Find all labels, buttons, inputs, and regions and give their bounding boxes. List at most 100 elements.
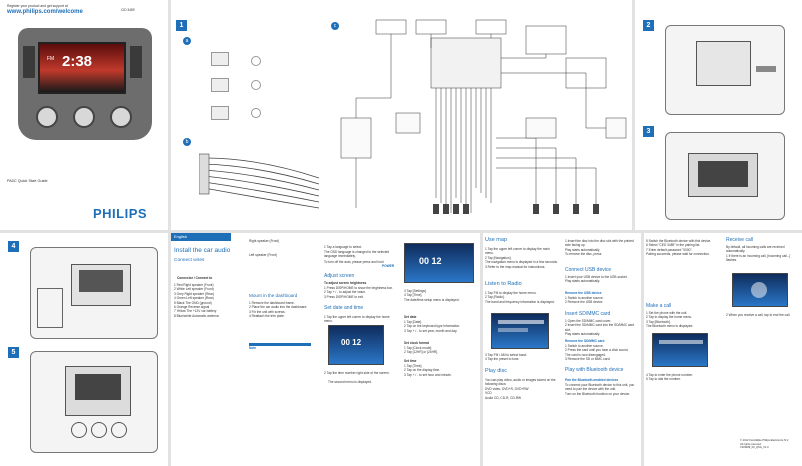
wiring-row: 7 Yellow The +12V car battery (174, 309, 217, 314)
website-link[interactable]: www.philips.com/welcome (7, 9, 83, 15)
language-step: To turn off the auto, please press and h… (324, 260, 384, 264)
english-column: English Install the car audio Connect wi… (171, 233, 318, 466)
wiring-table: 1 Red Right speaker (Front) 2 White Left… (174, 283, 244, 318)
screen-clock: 2:38 (62, 53, 93, 70)
sd-line: Play starts automatically. (565, 332, 601, 337)
copyright-line: © 2012 Koninklijke Philips Electronics N… (740, 439, 789, 442)
mount-step: 1 Remove the dashboard frame. (249, 301, 295, 305)
vent-right (130, 46, 142, 78)
left-speaker-front-label: Left speaker (Front) (249, 253, 277, 257)
screen-fm-label: FM (47, 56, 55, 62)
set-date-heading: Set date (404, 315, 417, 319)
set-date-line: 1 Tap [Date]. (404, 320, 423, 324)
adjust-screen-heading: Adjust screen (324, 273, 355, 279)
radio-lines-bottom: 3 Tap FM / AM to select band. 4 Tap the … (485, 353, 559, 362)
mount-heading: Mount in the dashboard (249, 293, 298, 298)
fold-shadow-right (632, 0, 635, 230)
date-line: 2 Tap the time number right side of the … (324, 371, 390, 375)
model-number: CID 3489 (121, 8, 135, 12)
register-line: Register your product and get support at (7, 4, 68, 8)
pair-heading: Pair the Bluetooth-enabled devices (565, 378, 619, 382)
date-time-heading: Set date and time (324, 305, 364, 311)
pair-step: 6 Select "CED 3489" in the pairing list. (646, 243, 701, 248)
receive-line: 1 If there is an incoming call, [Incomin… (726, 253, 791, 263)
call-lines: 1 Set the phone with the unit. 2 Tap to … (646, 311, 720, 329)
home-screen-mock: 00 12 (328, 325, 384, 365)
mount-step: 3 Fix the unit with screws. (249, 309, 286, 314)
map-line: The navigation menu is displayed in a fe… (485, 260, 558, 265)
sub-label-c: c (331, 22, 339, 30)
clock-line: 2 Tap [12HR] or [24HR]. (404, 350, 438, 355)
disc-lines: You can play video, audio or images stor… (485, 378, 559, 400)
connect-wires-heading: Connect wires (174, 258, 205, 263)
pair-step: 7 Enter default password "0000". (646, 247, 693, 252)
column-5: 1 Insert the disc into the disc slot wit… (563, 233, 641, 466)
disc-step: 1 Insert the disc into the disc slot wit… (565, 239, 634, 248)
radio-heading: Listen to Radio (485, 281, 522, 287)
time-line: 2 Tap on the display time. (404, 368, 441, 373)
radio-line: 2 Tap [Radio]. (485, 295, 505, 300)
section-4-5-panel: 4 5 (0, 233, 168, 466)
set-date-lines: 1 Tap [Date]. 2 Tap on the keyboard-type… (404, 320, 478, 333)
time-screen-clock: 00 12 (419, 256, 442, 266)
remove-usb-line: 2 Remove the USB device. (565, 300, 604, 305)
note-label: Note (249, 346, 257, 350)
wire-harness-b (199, 153, 320, 209)
pair-lines: To connect your Bluetooth device to this… (565, 383, 639, 396)
receive-lines: By default, all incoming calls are recei… (726, 245, 798, 263)
sub-label-a: a (183, 37, 191, 45)
pair-step: Pairing succeeds, please wait for connec… (646, 252, 710, 257)
sd-lines: 1 Open the SD/MMC card cover. 2 Insert t… (565, 319, 639, 337)
settings-line: 4 Tap [Time]. (404, 293, 423, 298)
clock-line: 1 Tap [Clock mode]. (404, 346, 433, 350)
sd-line: 2 Insert the SD/MMC card into the SD/MMC… (565, 323, 635, 332)
radio-line: 1 Tap FM to display the home menu. (485, 291, 537, 295)
wiring-row: 8 Blue/white Automatic antenna (174, 313, 219, 318)
note-box: Note (249, 343, 311, 387)
set-time-heading: Set time (404, 359, 417, 363)
adjust-sub: To adjust screen brightness (324, 281, 367, 285)
wiring-row: 3 Grey Right speaker (Rear) (174, 291, 215, 296)
column-3: 00 12 3 Tap [Settings]. 4 Tap [Time]. Th… (402, 233, 480, 466)
knob-right (110, 106, 132, 128)
remove-sd-lines: 1 Switch to another source. 2 Press the … (565, 344, 639, 362)
column-6: 5 Switch the Bluetooth device with this … (644, 233, 802, 466)
unit-insertion-image (665, 132, 785, 220)
play-disc-heading: Play disc (485, 368, 508, 374)
copyright-line: CID3489_00_QSG_V1.0 (740, 446, 769, 450)
language-step: 1 Tap a language to select. (324, 245, 363, 249)
call-line: The Bluetooth menu is displayed. (646, 324, 694, 329)
sub-label-b: b (183, 138, 191, 146)
time-screen-mock: 00 12 (404, 243, 474, 283)
radio-line: 4 Tap the preset to tune. (485, 357, 520, 362)
fold-shadow-lower-2 (480, 233, 483, 466)
fold-shadow-top (168, 0, 171, 230)
column-2: 1 Tap a language to select. The OSD lang… (322, 233, 400, 466)
clock-lines: 1 Tap [Clock mode]. 2 Tap [12HR] or [24H… (404, 346, 478, 355)
home-screen-time: 00 12 (341, 338, 362, 347)
wiring-diagram-c (340, 19, 627, 214)
wiring-row: 4 Green Left speaker (Rear) (174, 296, 214, 301)
pair-step: 5 Switch the Bluetooth device with this … (646, 239, 712, 243)
date-line: 1 Tap the upper left corner to display t… (324, 315, 390, 324)
wiring-row: 5 Black The GND (ground) (174, 300, 212, 305)
step-number-1: 1 (176, 20, 187, 31)
time-line: 3 Tap + / - to set hour and minute. (404, 372, 452, 377)
disc-line: You can play video, audio or images stor… (485, 378, 556, 387)
install-title: Install the car audio (174, 247, 231, 254)
step-number-2: 2 (643, 20, 654, 31)
disc-step: Play starts automatically. (565, 247, 601, 252)
wiring-row: 1 Red Right speaker (Front) (174, 283, 214, 287)
map-line: 3 Refer to the map manual for instructio… (485, 264, 546, 269)
radio-lines-top: 1 Tap FM to display the home menu. 2 Tap… (485, 291, 559, 304)
trim-attach-image (30, 351, 158, 453)
call-line: 4 Tap to enter the phone number. (646, 373, 693, 377)
time-lines: 1 Tap [Time]. 2 Tap on the display time.… (404, 364, 478, 377)
quick-start-title: PA0C Quick Start Guide (7, 179, 48, 183)
clock-format-heading: Set clock format (404, 341, 429, 345)
time-line: 1 Tap [Time]. (404, 364, 423, 368)
knob-middle (73, 106, 95, 128)
disc-line: VCD (485, 391, 492, 396)
section-1-panel: 1 a b c (171, 0, 632, 230)
pair-steps: 5 Switch the Bluetooth device with this … (646, 239, 720, 257)
